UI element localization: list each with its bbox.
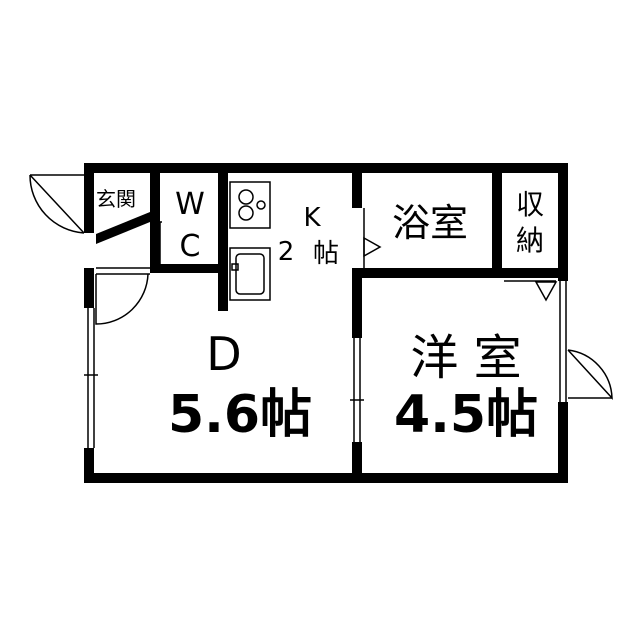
interior-walls — [96, 163, 568, 483]
room-dining: D 5.6帖 — [168, 327, 312, 445]
balcony-door-arc — [567, 349, 613, 401]
kitchen-sink — [229, 247, 271, 301]
wc-label-line1: W — [175, 187, 205, 222]
outer-walls — [84, 163, 568, 483]
room-storage: 収 納 — [516, 188, 544, 257]
room-wc: W C — [175, 187, 205, 264]
kitchen-unit: 帖 — [313, 239, 339, 269]
dining-size: 5.6帖 — [168, 385, 312, 445]
dining-letter: D — [206, 327, 241, 381]
doors — [29, 174, 613, 401]
western-size: 4.5帖 — [394, 385, 538, 445]
wc-label-line2: C — [180, 229, 201, 264]
dining-door-arc — [95, 273, 149, 325]
windows — [84, 281, 567, 448]
entrance-door-arc — [29, 174, 85, 234]
room-western: 洋 室 4.5帖 — [394, 330, 538, 445]
room-bath: 浴室 — [392, 201, 468, 245]
genkan-label: 玄関 — [96, 187, 136, 211]
bath-label: 浴室 — [392, 201, 468, 245]
storage-label-line1: 収 — [516, 188, 544, 221]
room-genkan: 玄関 — [96, 187, 136, 211]
storage-label-line2: 納 — [516, 224, 544, 257]
kitchen-stove — [229, 181, 271, 229]
room-kitchen: K 2 帖 — [278, 203, 339, 269]
kitchen-number: 2 — [278, 237, 295, 267]
western-label: 洋 室 — [410, 330, 521, 386]
kitchen-letter: K — [303, 203, 321, 233]
